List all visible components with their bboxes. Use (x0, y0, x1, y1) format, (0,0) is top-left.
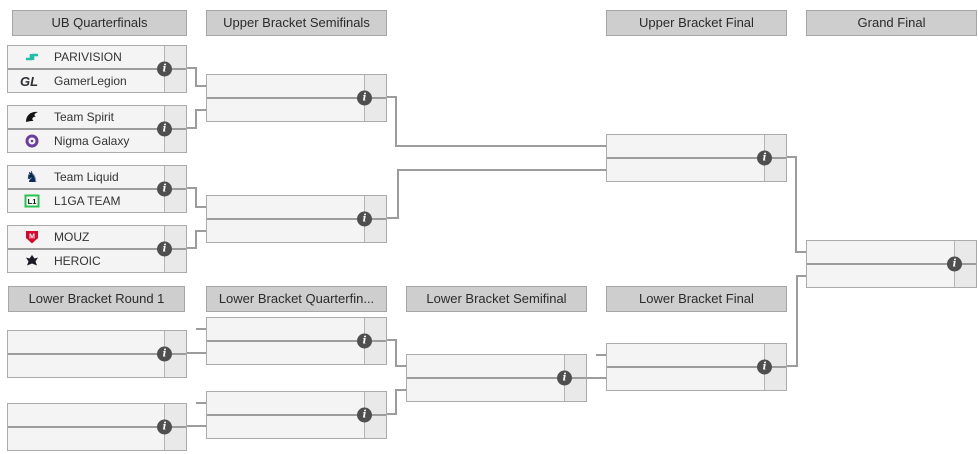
svg-text:♞: ♞ (25, 169, 38, 185)
match-ub-quarterfinal-3: ♞ Team Liquid L1 L1GA TEAM i (7, 165, 187, 213)
match-lb-quarterfinal-2: i (206, 391, 387, 439)
match-info-icon[interactable]: i (757, 150, 772, 166)
match-lb-quarterfinal-1: i (206, 317, 387, 365)
team-slot-mouz[interactable]: M MOUZ (8, 226, 186, 248)
match-ub-semifinal-1: i (206, 74, 387, 122)
match-info-icon[interactable]: i (357, 90, 372, 106)
mouz-logo-icon: M (16, 229, 48, 245)
team-slot-l1ga-team[interactable]: L1 L1GA TEAM (8, 188, 186, 212)
match-info-icon[interactable]: i (757, 359, 772, 375)
team-slot-empty (207, 414, 386, 438)
team-name: GamerLegion (54, 74, 127, 88)
match-lb-round1-1: i (7, 330, 187, 378)
team-spirit-logo-icon (16, 109, 48, 125)
match-info-icon[interactable]: i (557, 370, 572, 386)
team-slot-empty (607, 157, 786, 181)
team-slot-empty (207, 97, 386, 121)
header-lb-final: Lower Bracket Final (606, 286, 787, 312)
heroic-logo-icon (16, 253, 48, 269)
team-liquid-logo-icon: ♞ (16, 169, 48, 185)
match-info-icon[interactable]: i (157, 61, 172, 77)
match-info-icon[interactable]: i (157, 419, 172, 435)
team-slot-empty (407, 377, 586, 401)
team-name: Team Liquid (54, 170, 119, 184)
header-lb-semifinal: Lower Bracket Semifinal (406, 286, 587, 312)
team-slot-team-liquid[interactable]: ♞ Team Liquid (8, 166, 186, 188)
match-lb-final: i (606, 343, 787, 391)
match-info-icon[interactable]: i (157, 121, 172, 137)
match-info-icon[interactable]: i (357, 407, 372, 423)
nigma-galaxy-logo-icon (16, 133, 48, 149)
match-ub-quarterfinal-4: M MOUZ HEROIC i (7, 225, 187, 273)
team-name: MOUZ (54, 230, 90, 244)
svg-text:GL: GL (20, 74, 38, 89)
team-slot-parivision[interactable]: PARIVISION (8, 46, 186, 68)
match-info-icon[interactable]: i (947, 256, 962, 272)
header-ub-final: Upper Bracket Final (606, 10, 787, 36)
match-info-icon[interactable]: i (157, 181, 172, 197)
match-ub-final: i (606, 134, 787, 182)
match-ub-semifinal-2: i (206, 195, 387, 243)
match-ub-quarterfinal-2: Team Spirit Nigma Galaxy i (7, 105, 187, 153)
svg-text:M: M (29, 234, 35, 241)
match-grand-final: i (806, 240, 977, 288)
header-grand-final: Grand Final (806, 10, 977, 36)
svg-text:L1: L1 (28, 197, 37, 206)
team-slot-empty (8, 353, 186, 377)
team-slot-empty (607, 366, 786, 390)
parivision-logo-icon (16, 49, 48, 65)
header-lb-round1: Lower Bracket Round 1 (8, 286, 185, 312)
match-info-icon[interactable]: i (157, 241, 172, 257)
team-name: L1GA TEAM (54, 194, 121, 208)
team-slot-empty (807, 263, 976, 287)
team-slot-empty (8, 426, 186, 450)
team-slot-heroic[interactable]: HEROIC (8, 248, 186, 272)
header-ub-semifinals: Upper Bracket Semifinals (206, 10, 387, 36)
team-slot-empty (207, 218, 386, 242)
team-slot-gamerlegion[interactable]: GL GamerLegion (8, 68, 186, 92)
match-info-icon[interactable]: i (157, 346, 172, 362)
match-info-icon[interactable]: i (357, 211, 372, 227)
match-lb-semifinal: i (406, 354, 587, 402)
l1ga-team-logo-icon: L1 (16, 193, 48, 209)
gamerlegion-logo-icon: GL (16, 73, 48, 89)
team-slot-team-spirit[interactable]: Team Spirit (8, 106, 186, 128)
team-name: HEROIC (54, 254, 101, 268)
team-slot-empty (207, 340, 386, 364)
match-lb-round1-2: i (7, 403, 187, 451)
team-name: PARIVISION (54, 50, 122, 64)
match-info-icon[interactable]: i (357, 333, 372, 349)
match-ub-quarterfinal-1: PARIVISION GL GamerLegion i (7, 45, 187, 93)
team-name: Team Spirit (54, 110, 115, 124)
team-name: Nigma Galaxy (54, 134, 130, 148)
team-slot-nigma-galaxy[interactable]: Nigma Galaxy (8, 128, 186, 152)
header-lb-quarterfinals: Lower Bracket Quarterfin... (206, 286, 387, 312)
header-ub-quarterfinals: UB Quarterfinals (12, 10, 187, 36)
